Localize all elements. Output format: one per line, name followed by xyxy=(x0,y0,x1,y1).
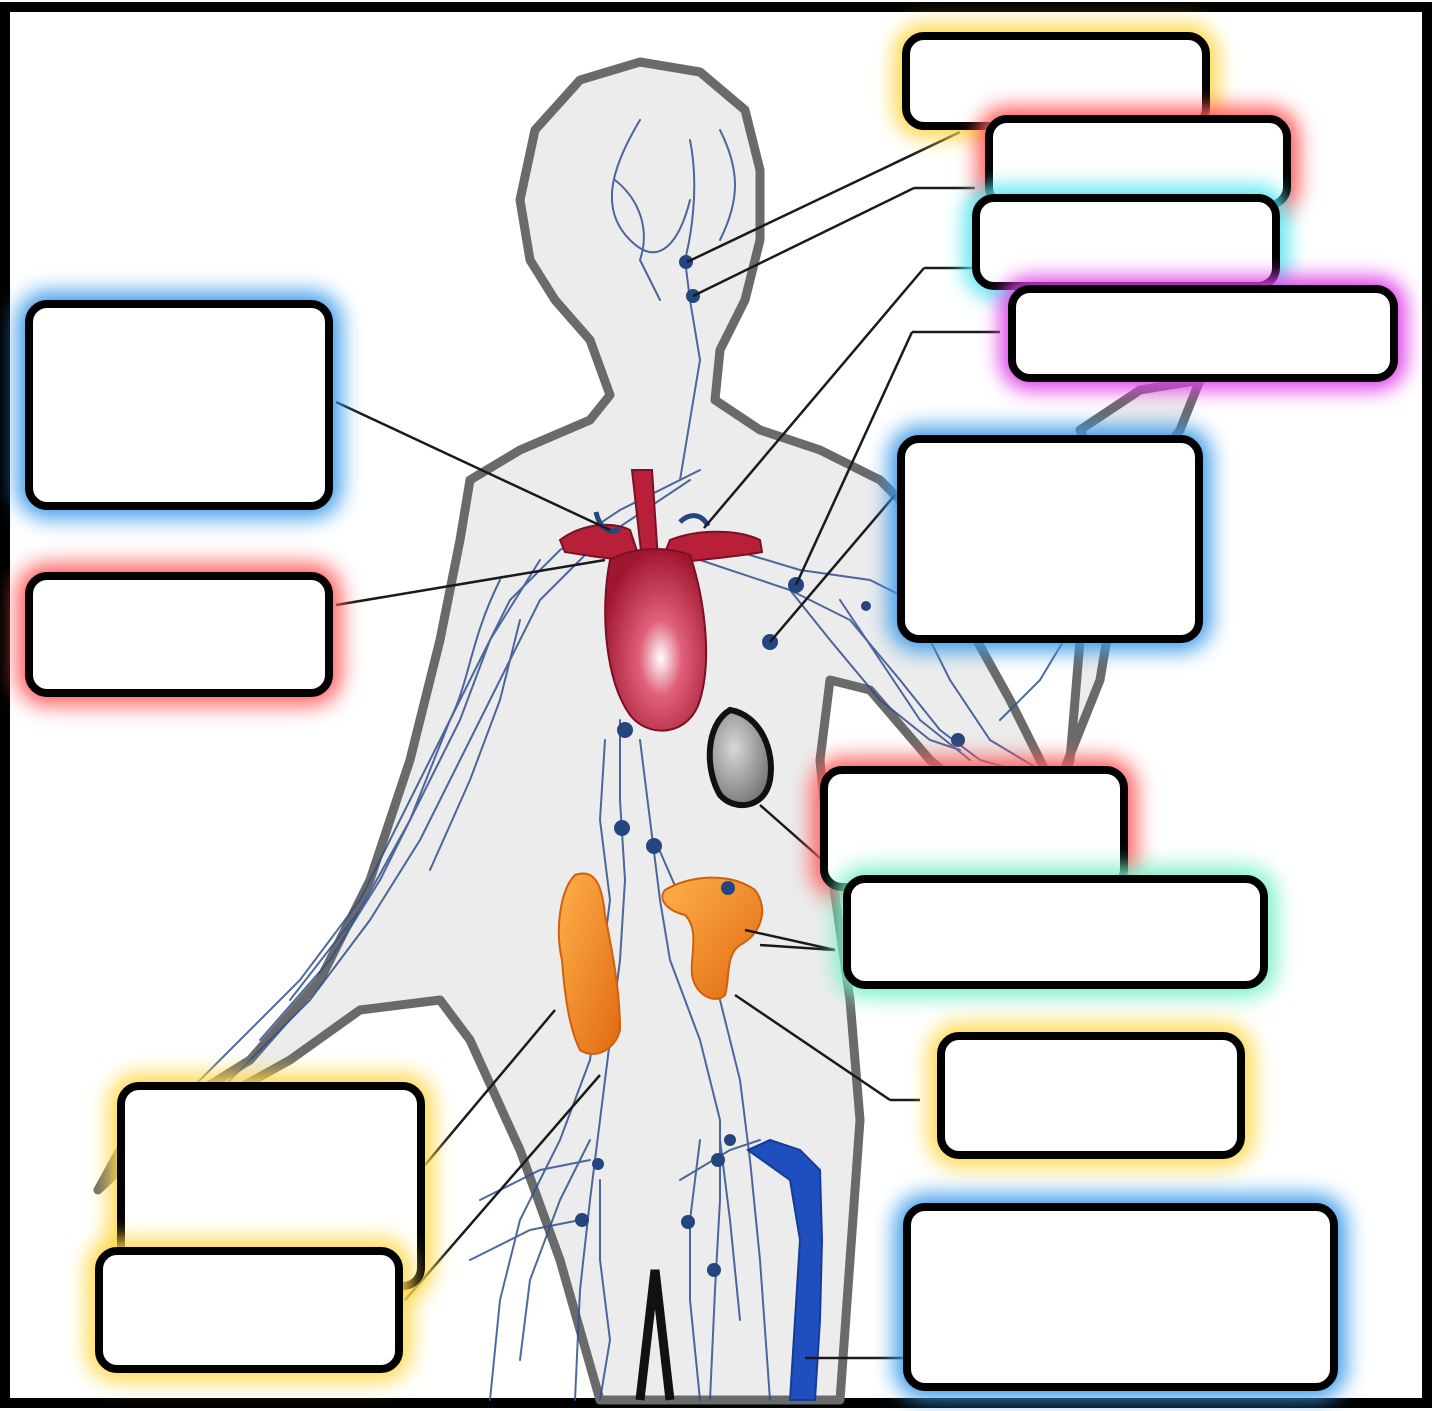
label-right-lower-1[interactable] xyxy=(937,1032,1245,1159)
label-top-4[interactable] xyxy=(1008,285,1398,382)
label-right-upper[interactable] xyxy=(897,435,1203,643)
label-left-lower-2[interactable] xyxy=(95,1247,403,1373)
label-right-middle-2[interactable] xyxy=(843,875,1268,989)
label-right-middle-1[interactable] xyxy=(820,766,1128,891)
right-kidney-node xyxy=(721,881,735,895)
label-right-lower-2[interactable] xyxy=(903,1203,1338,1391)
label-top-3[interactable] xyxy=(972,194,1280,290)
label-left-upper[interactable] xyxy=(25,300,333,510)
label-left-middle[interactable] xyxy=(25,572,333,697)
